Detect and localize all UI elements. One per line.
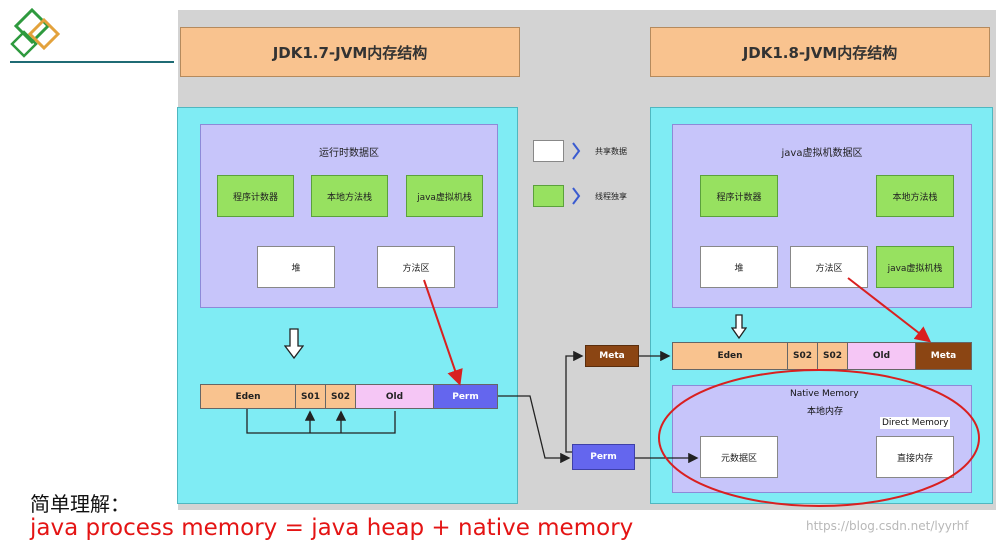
jdk18-old: Old xyxy=(848,343,916,369)
jdk17-s01: S01 xyxy=(296,385,326,408)
jdk17-old: Old xyxy=(356,385,434,408)
jdk17-method-area: 方法区 xyxy=(377,246,455,288)
jdk18-s02-second: S02 xyxy=(818,343,848,369)
native-memory-label: Native Memory xyxy=(790,389,859,399)
direct-memory-box: 直接内存 xyxy=(876,436,954,478)
middle-perm-box: Perm xyxy=(572,444,635,470)
header-rule xyxy=(10,61,174,63)
jdk17-s02: S02 xyxy=(326,385,356,408)
summary-title: 简单理解： xyxy=(30,492,130,516)
jdk18-java-vm-stack: java虚拟机栈 xyxy=(876,246,954,288)
jdk18-s02-first: S02 xyxy=(788,343,818,369)
summary-formula: java process memory = java heap + native… xyxy=(30,515,634,541)
jdk18-header: JDK1.8-JVM内存结构 xyxy=(650,27,990,77)
jdk17-native-method-stack: 本地方法栈 xyxy=(311,175,388,217)
jdk17-perm: Perm xyxy=(434,385,497,408)
direct-memory-label: Direct Memory xyxy=(880,417,951,429)
native-memory-cn-label: 本地内存 xyxy=(807,407,844,417)
chevron-right-icon xyxy=(572,142,581,160)
chevron-right-icon xyxy=(572,187,581,205)
jdk18-method-area: 方法区 xyxy=(790,246,868,288)
metaspace-box: 元数据区 xyxy=(700,436,778,478)
jdk18-meta: Meta xyxy=(916,343,971,369)
watermark: https://blog.csdn.net/lyyrhf xyxy=(806,519,969,533)
jdk17-runtime-title: 运行时数据区 xyxy=(319,148,379,159)
jdk17-java-vm-stack: java虚拟机栈 xyxy=(406,175,483,217)
middle-meta-box: Meta xyxy=(585,345,639,367)
arrow-down-icon xyxy=(731,314,747,340)
legend-shared-label: 共享数据 xyxy=(595,147,627,156)
jdk18-native-method-stack: 本地方法栈 xyxy=(876,175,954,217)
jdk18-heap: 堆 xyxy=(700,246,778,288)
legend-shared-swatch xyxy=(533,140,564,162)
jdk17-eden: Eden xyxy=(201,385,296,408)
jdk18-heap-row: Eden S02 S02 Old Meta xyxy=(672,342,972,370)
legend-private-swatch xyxy=(533,185,564,207)
jdk18-program-counter: 程序计数器 xyxy=(700,175,778,217)
jdk17-heap-row: Eden S01 S02 Old Perm xyxy=(200,384,498,409)
logo-icon xyxy=(10,8,61,58)
jdk17-heap: 堆 xyxy=(257,246,335,288)
jdk17-header: JDK1.7-JVM内存结构 xyxy=(180,27,520,77)
arrow-down-icon xyxy=(284,328,304,360)
jdk18-eden: Eden xyxy=(673,343,788,369)
legend-private-label: 线程独享 xyxy=(595,192,627,201)
jdk18-runtime-title: java虚拟机数据区 xyxy=(781,148,863,159)
jdk17-program-counter: 程序计数器 xyxy=(217,175,294,217)
